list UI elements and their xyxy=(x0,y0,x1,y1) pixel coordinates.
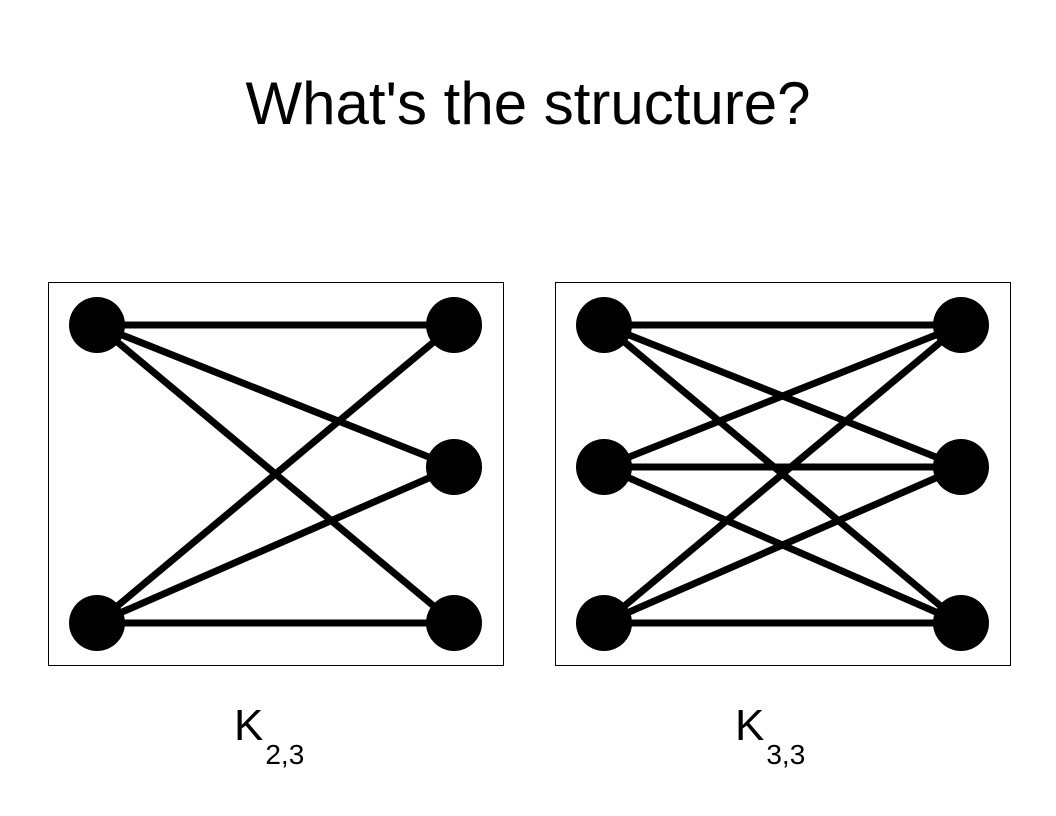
graph-label-k23: K2,3 xyxy=(234,696,304,771)
graph-label-k33: K3,3 xyxy=(735,696,805,771)
graph-panel-k33 xyxy=(555,282,1011,666)
k23-edge-left-top-right-middle xyxy=(95,321,456,471)
k23-node-left-top xyxy=(69,297,125,353)
slide-title: What's the structure? xyxy=(245,70,811,137)
k23-node-right-top xyxy=(426,297,482,353)
k33-node-right-middle xyxy=(933,439,989,495)
label-k33-subscript: 3,3 xyxy=(766,738,806,770)
k33-graph-drawing xyxy=(576,297,989,651)
k23-node-right-bottom xyxy=(426,595,482,651)
k33-node-left-top xyxy=(576,297,632,353)
k33-node-left-bottom xyxy=(576,595,632,651)
k33-node-right-top xyxy=(933,297,989,353)
k33-edge-left-bottom-right-top xyxy=(601,322,964,626)
graph-panel-k23 xyxy=(48,282,504,666)
k23-node-right-middle xyxy=(426,439,482,495)
k33-edge-left-middle-right-top xyxy=(602,321,963,471)
k23-edge-left-bottom-right-middle xyxy=(95,463,456,627)
label-k23-subscript: 2,3 xyxy=(265,738,305,770)
k23-node-left-bottom xyxy=(69,595,125,651)
k23-edge-left-bottom-right-top xyxy=(94,322,457,626)
k23-graph-drawing xyxy=(69,297,482,651)
label-k33-base: K xyxy=(735,701,765,750)
k33-edge-left-bottom-right-middle xyxy=(602,463,963,627)
k33-node-right-bottom xyxy=(933,595,989,651)
label-k23-base: K xyxy=(234,701,264,750)
k33-node-left-middle xyxy=(576,439,632,495)
